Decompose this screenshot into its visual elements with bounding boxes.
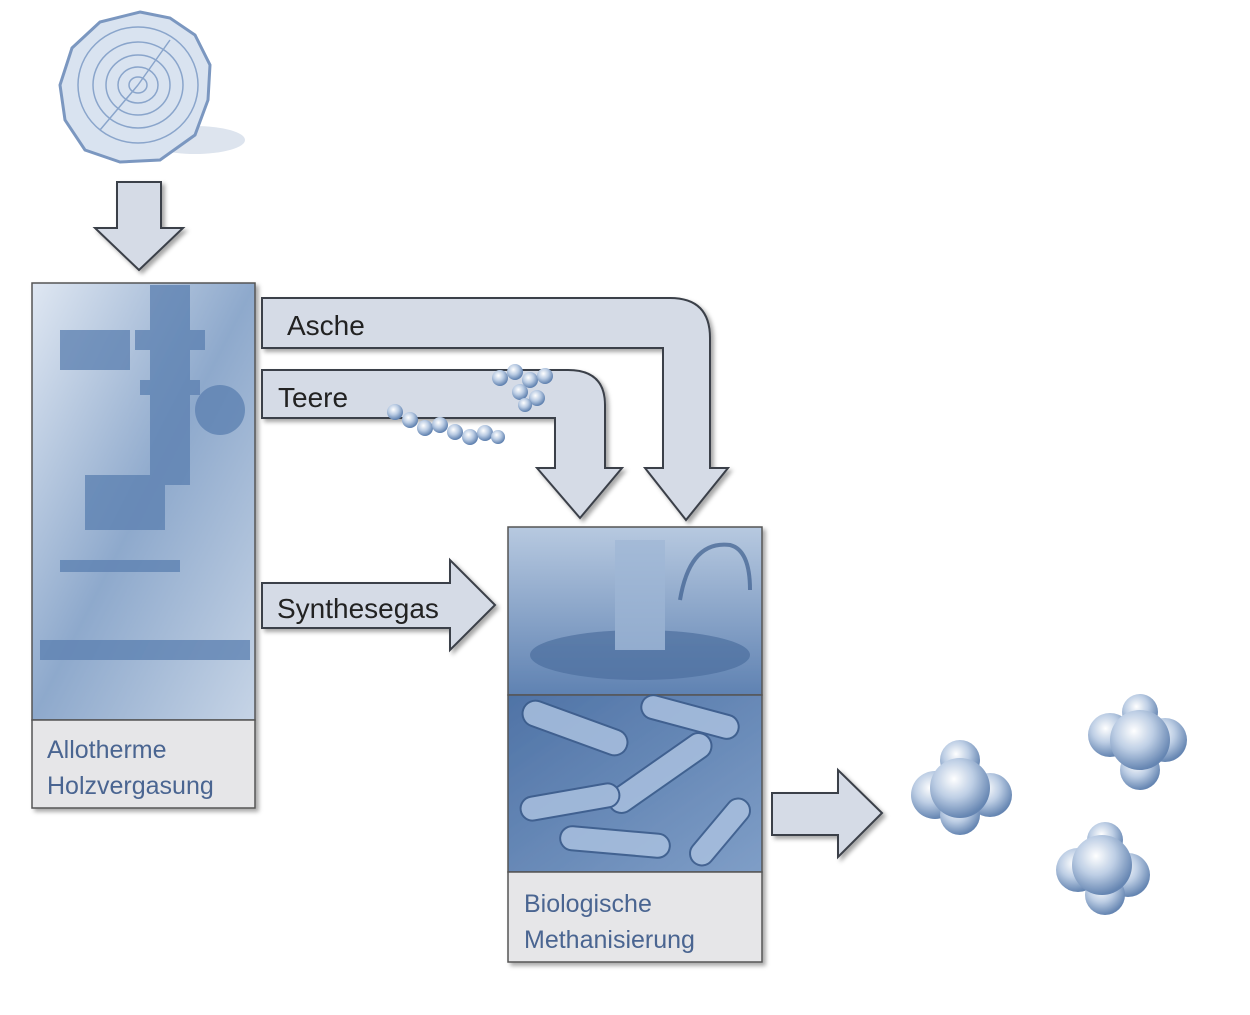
input-arrow (92, 181, 186, 272)
gasifier-photo (40, 285, 250, 660)
ash-arrow (261, 297, 731, 522)
methanation-label-line2: Methanisierung (524, 926, 695, 954)
ash-label: Asche (287, 310, 365, 341)
gasification-label-line2: Holzvergasung (47, 772, 214, 800)
methanation-box (507, 526, 763, 963)
syngas-arrow (261, 557, 497, 653)
bioreactor-photo (530, 540, 752, 680)
gasification-box (31, 282, 256, 809)
tar-arrow (261, 369, 625, 520)
output-arrow (771, 767, 884, 860)
syngas-label: Synthesegas (277, 593, 439, 624)
tar-molecule-icon (387, 364, 553, 445)
methanation-label-line1: Biologische (524, 890, 652, 918)
methane-molecule-icon (911, 694, 1187, 915)
tar-label: Teere (278, 382, 348, 413)
gasification-label-line1: Allotherme (47, 736, 167, 764)
bacteria-photo (519, 694, 751, 867)
wood-log-icon (58, 10, 245, 164)
